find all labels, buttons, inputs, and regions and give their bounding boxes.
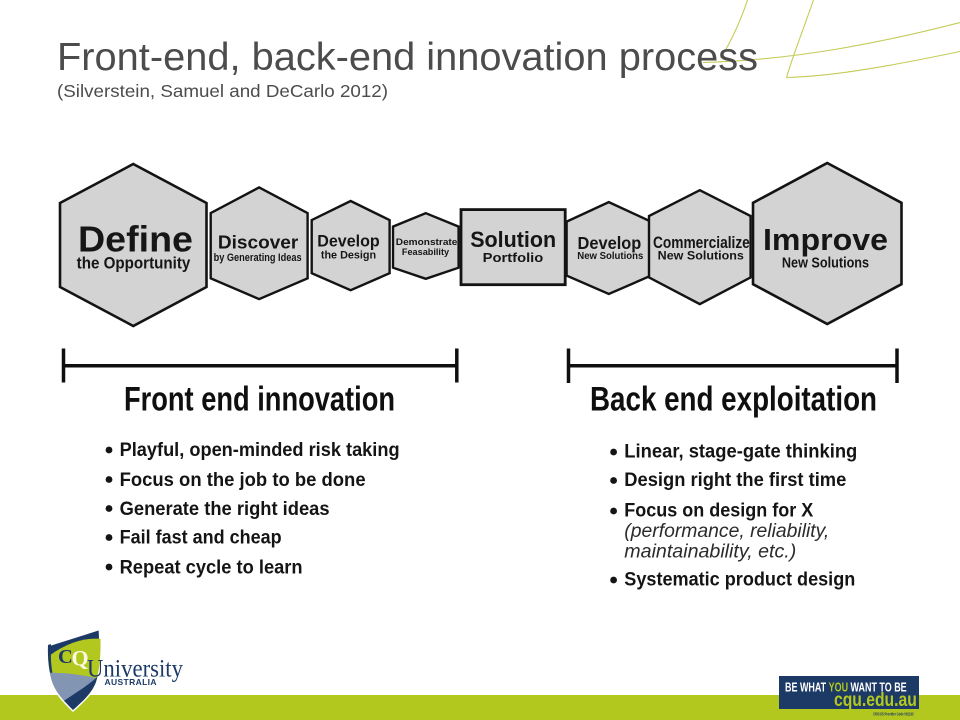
svg-text:Front end innovation: Front end innovation bbox=[124, 381, 395, 419]
svg-text:Define: Define bbox=[78, 219, 193, 260]
svg-text:University: University bbox=[87, 654, 183, 683]
svg-text:Demonstrate: Demonstrate bbox=[396, 237, 458, 247]
svg-text:(Silverstein, Samuel and DeCar: (Silverstein, Samuel and DeCarlo 2012) bbox=[57, 81, 388, 101]
svg-text:Repeat cycle to learn: Repeat cycle to learn bbox=[120, 557, 303, 578]
svg-text:Discover: Discover bbox=[218, 232, 298, 253]
svg-text:cqu.edu.au: cqu.edu.au bbox=[834, 688, 917, 710]
svg-text:New Solutions: New Solutions bbox=[782, 256, 869, 272]
svg-text:Front-end, back-end innovation: Front-end, back-end innovation process bbox=[57, 36, 758, 79]
svg-text:Systematic product design: Systematic product design bbox=[624, 570, 855, 591]
svg-text:Q: Q bbox=[72, 646, 89, 671]
svg-text:Feasability: Feasability bbox=[402, 247, 450, 258]
svg-text:the Design: the Design bbox=[321, 250, 377, 262]
svg-text:C: C bbox=[58, 646, 73, 668]
svg-text:Commercialize: Commercialize bbox=[653, 234, 750, 252]
svg-text:(performance, reliability,: (performance, reliability, bbox=[624, 521, 829, 542]
svg-text:the Opportunity: the Opportunity bbox=[77, 254, 191, 272]
svg-text:maintainability, etc.): maintainability, etc.) bbox=[624, 542, 796, 563]
svg-text:BE WHAT YOU WANT TO BE: BE WHAT YOU WANT TO BE bbox=[785, 681, 907, 695]
svg-text:Improve: Improve bbox=[763, 223, 888, 257]
svg-text:New Solutions: New Solutions bbox=[577, 250, 643, 262]
svg-text:Solution: Solution bbox=[470, 227, 556, 252]
svg-text:Fail fast and cheap: Fail fast and cheap bbox=[120, 527, 282, 548]
svg-text:CRICOS Provider Code 00219C: CRICOS Provider Code 00219C bbox=[873, 712, 914, 717]
svg-text:Develop: Develop bbox=[578, 233, 642, 253]
svg-text:by Generating Ideas: by Generating Ideas bbox=[214, 252, 302, 264]
svg-text:AUSTRALIA: AUSTRALIA bbox=[105, 677, 157, 687]
svg-text:Develop: Develop bbox=[317, 232, 379, 251]
svg-text:Linear, stage-gate thinking: Linear, stage-gate thinking bbox=[624, 442, 857, 463]
svg-text:Generate the right ideas: Generate the right ideas bbox=[120, 499, 330, 520]
svg-text:New Solutions: New Solutions bbox=[658, 249, 745, 263]
svg-text:Focus on the job to be done: Focus on the job to be done bbox=[120, 470, 366, 491]
svg-text:Portfolio: Portfolio bbox=[483, 250, 544, 265]
svg-text:Design right the first time: Design right the first time bbox=[624, 470, 846, 491]
svg-text:Focus on design for X: Focus on design for X bbox=[624, 501, 813, 522]
svg-text:Playful, open-minded risk taki: Playful, open-minded risk taking bbox=[120, 440, 400, 461]
svg-text:Back end exploitation: Back end exploitation bbox=[590, 381, 877, 419]
